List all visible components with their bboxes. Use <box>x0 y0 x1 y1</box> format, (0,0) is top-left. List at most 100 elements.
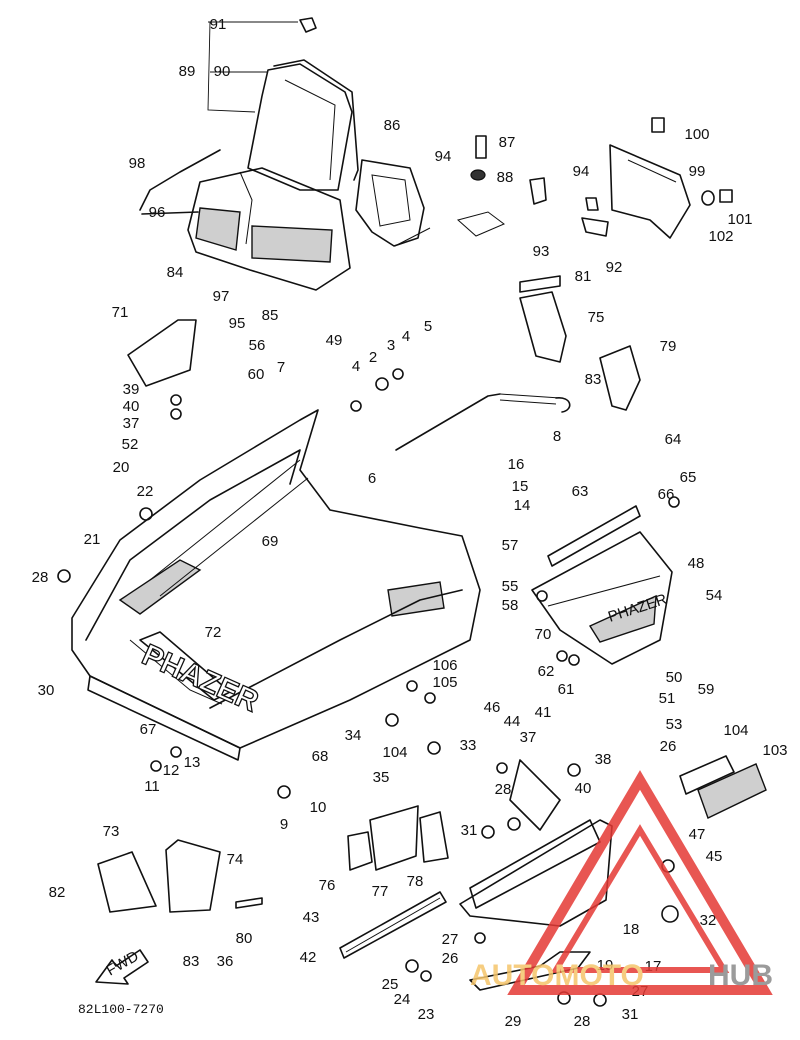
callout-c96: 96 <box>149 204 166 221</box>
callout-c53: 53 <box>666 716 683 733</box>
callout-c91: 91 <box>210 16 227 33</box>
callout-c14: 14 <box>514 497 531 514</box>
callout-c104b: 104 <box>382 744 407 761</box>
callout-c48: 48 <box>688 555 705 572</box>
callout-c59: 59 <box>698 681 715 698</box>
callout-c77: 77 <box>372 883 389 900</box>
svg-text:PHAZER: PHAZER <box>137 638 263 718</box>
callout-c10: 10 <box>310 799 327 816</box>
callout-c84: 84 <box>167 264 184 281</box>
watermark-text-left: AUTOMOTO <box>470 959 644 992</box>
callout-c55: 55 <box>502 578 519 595</box>
callout-c11: 11 <box>144 778 160 795</box>
callout-c49: 49 <box>326 332 343 349</box>
callout-c54: 54 <box>706 587 723 604</box>
callout-c64: 64 <box>665 431 682 448</box>
callout-c28c: 28 <box>574 1013 591 1030</box>
callout-c76: 76 <box>319 877 336 894</box>
callout-c18: 18 <box>623 921 640 938</box>
callout-c33: 33 <box>460 737 477 754</box>
callout-c31b: 31 <box>622 1006 639 1023</box>
callout-c68: 68 <box>312 748 329 765</box>
callout-c95: 95 <box>229 315 246 332</box>
callout-c102: 102 <box>708 228 733 245</box>
callout-c37a: 37 <box>123 415 140 432</box>
inner-triangle-icon <box>550 824 730 973</box>
callout-c70: 70 <box>535 626 552 643</box>
callout-c4b: 4 <box>352 358 360 375</box>
lower-panels <box>97 805 449 913</box>
callout-c44: 44 <box>504 713 521 730</box>
callout-c31a: 31 <box>461 822 478 839</box>
callout-c80: 80 <box>236 930 253 947</box>
bracket-86 <box>355 159 431 247</box>
callout-c3: 3 <box>387 337 395 354</box>
callout-c50: 50 <box>666 669 683 686</box>
callout-c78: 78 <box>407 873 424 890</box>
callout-c51: 51 <box>659 690 676 707</box>
callout-c87: 87 <box>499 134 516 151</box>
callout-c43: 43 <box>303 909 320 926</box>
callout-c28a: 28 <box>32 569 49 586</box>
callout-c22: 22 <box>137 483 154 500</box>
callout-c85: 85 <box>262 307 279 324</box>
callout-c30: 30 <box>38 682 55 699</box>
windshield <box>207 17 359 191</box>
callout-c5: 5 <box>424 318 432 335</box>
callout-c45: 45 <box>706 848 723 865</box>
callout-c62: 62 <box>538 663 555 680</box>
callout-c82: 82 <box>49 884 66 901</box>
callout-c105: 105 <box>432 674 457 691</box>
callout-c7: 7 <box>277 359 285 376</box>
lower-frame <box>339 759 613 991</box>
callout-c104a: 104 <box>723 722 748 739</box>
callout-c9: 9 <box>280 816 288 833</box>
callout-c83a: 83 <box>585 371 602 388</box>
callout-c79: 79 <box>660 338 677 355</box>
cable-rod <box>395 393 571 451</box>
callout-c65: 65 <box>680 469 697 486</box>
forward-arrow: FWD <box>95 948 149 985</box>
callout-c23: 23 <box>418 1006 435 1023</box>
callout-c88: 88 <box>497 169 514 186</box>
callout-c97: 97 <box>213 288 230 305</box>
callout-c41: 41 <box>535 704 552 721</box>
callout-c35: 35 <box>373 769 390 786</box>
callout-c73: 73 <box>103 823 120 840</box>
callout-c60: 60 <box>248 366 265 383</box>
callout-c58: 58 <box>502 597 519 614</box>
callout-c106: 106 <box>432 657 457 674</box>
callout-c94a: 94 <box>435 148 452 165</box>
callout-c34: 34 <box>345 727 362 744</box>
diagram-code: 82L100-7270 <box>78 1002 164 1017</box>
screw-91-icon <box>299 17 317 33</box>
callout-c36: 36 <box>217 953 234 970</box>
callout-c39: 39 <box>123 381 140 398</box>
callout-c12: 12 <box>163 762 180 779</box>
callout-c52: 52 <box>122 436 139 453</box>
rear-panel: PHAZER <box>531 505 673 665</box>
callout-c63: 63 <box>572 483 589 500</box>
callout-c20: 20 <box>113 459 130 476</box>
callout-c37b: 37 <box>520 729 537 746</box>
callout-c24: 24 <box>394 991 411 1008</box>
callout-c89: 89 <box>179 63 196 80</box>
callout-c69: 69 <box>262 533 279 550</box>
top-right-parts <box>456 117 733 239</box>
callout-c61: 61 <box>558 681 575 698</box>
callout-c90: 90 <box>214 63 231 80</box>
callout-c26a: 26 <box>660 738 677 755</box>
callout-c94b: 94 <box>573 163 590 180</box>
callout-c8: 8 <box>553 428 561 445</box>
callout-c13: 13 <box>184 754 201 771</box>
callout-c32: 32 <box>700 912 717 929</box>
callout-c15: 15 <box>512 478 529 495</box>
callout-c67: 67 <box>140 721 157 738</box>
callout-c40a: 40 <box>123 398 140 415</box>
plates-103-104 <box>679 755 767 819</box>
callout-c16: 16 <box>508 456 525 473</box>
callout-c71: 71 <box>112 304 129 321</box>
callout-c56: 56 <box>249 337 266 354</box>
